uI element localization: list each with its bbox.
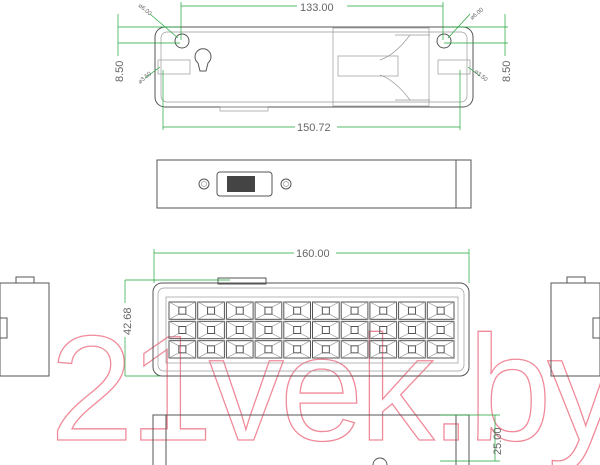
led-cell: [283, 320, 311, 340]
led-cell: [426, 301, 455, 320]
dim-depth: 25.00: [492, 427, 504, 455]
mount-hole-left: [174, 33, 190, 49]
led-cell: [254, 301, 283, 320]
dim-right-vertical: 8.50: [501, 61, 513, 82]
dim-hole-dia-left: ⌀6.00: [137, 3, 153, 18]
led-cell: [225, 301, 254, 320]
led-cell: [426, 340, 455, 359]
dim-length: 160.00: [296, 248, 330, 260]
bottom-view: 25.00: [152, 414, 504, 465]
led-cell: [254, 340, 283, 359]
led-cell: [398, 320, 426, 340]
dim-slot-dia-right: ⌀3.50: [473, 69, 489, 84]
led-cell: [369, 340, 398, 359]
led-cell: [398, 340, 426, 359]
side-view: [156, 159, 472, 209]
led-cell: [197, 301, 225, 320]
mount-hole-right: [436, 33, 452, 49]
end-view-left: [0, 276, 50, 377]
led-cell: [340, 340, 369, 359]
led-cell: [369, 301, 398, 320]
led-cell: [197, 340, 225, 359]
led-cell: [340, 301, 369, 320]
led-cell: [312, 320, 340, 340]
dim-overall-width: 150.72: [297, 122, 331, 134]
led-cell: [398, 301, 426, 320]
led-cell: [340, 320, 369, 340]
watermark: 21vek.by: [50, 304, 600, 465]
dim-slot-dia-left: ⌀3.50: [137, 71, 153, 86]
led-cell: [225, 340, 254, 359]
dim-hole-dia-right: ⌀6.00: [469, 7, 485, 22]
power-switch: [216, 171, 273, 197]
led-cell: [168, 301, 197, 320]
led-cell: [283, 301, 311, 320]
led-cell: [225, 320, 254, 340]
dim-left-vertical: 8.50: [114, 61, 126, 82]
front-view: 160.00 42.68: [117, 246, 470, 377]
end-view-right: [550, 276, 600, 377]
led-cell: [254, 320, 283, 340]
back-view: 133.00 150.72 8.50 8.50 ⌀6.00 ⌀6.00 ⌀3.5…: [114, 0, 513, 134]
dim-height: 42.68: [122, 307, 134, 335]
led-cell: [197, 320, 225, 340]
led-cell: [312, 301, 340, 320]
led-cell: [312, 340, 340, 359]
led-cell: [283, 340, 311, 359]
dim-hole-spacing: 133.00: [300, 2, 334, 14]
keyhole-slot: [194, 48, 212, 72]
led-cell: [369, 320, 398, 340]
led-grid: [168, 301, 455, 359]
led-cell: [426, 320, 455, 340]
led-cell: [168, 320, 197, 340]
led-cell: [168, 340, 197, 359]
